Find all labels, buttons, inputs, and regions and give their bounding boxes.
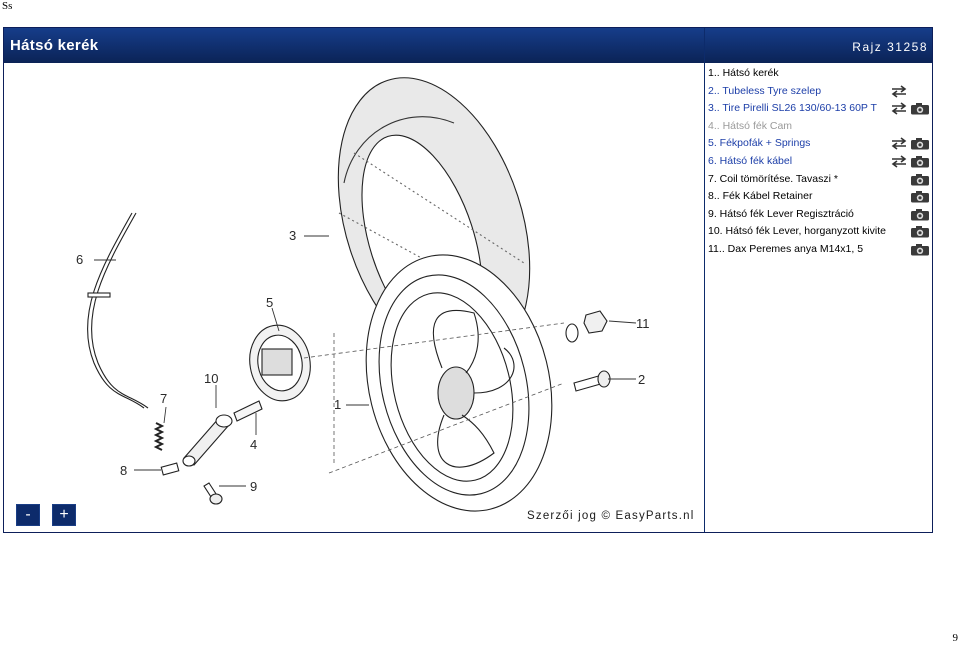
parts-viewer: Hátsó kerék Rajz 31258 — [3, 27, 933, 533]
camera-icon[interactable] — [910, 208, 930, 221]
page-title: Hátsó kerék — [10, 37, 99, 54]
part-row[interactable]: 5. Fékpofák + Springs — [708, 135, 930, 153]
part-label: 5. Fékpofák + Springs — [708, 137, 811, 150]
drawing-number: Rajz 31258 — [852, 40, 928, 54]
bolt-drawing — [203, 482, 223, 505]
swap-arrows-icon[interactable] — [890, 137, 908, 151]
swap-arrows-icon[interactable] — [890, 155, 908, 168]
header-bar: Hátsó kerék Rajz 31258 — [4, 28, 932, 63]
panel-divider — [704, 28, 705, 532]
part-row[interactable]: 6. Hátsó fék kábel — [708, 153, 930, 171]
nut-drawing — [565, 310, 608, 343]
camera-icon[interactable] — [910, 225, 930, 238]
camera-icon[interactable] — [910, 155, 930, 168]
callout-5[interactable]: 5 — [266, 295, 273, 310]
brake-shoes-drawing — [249, 324, 311, 402]
zoom-out-button[interactable]: - — [16, 504, 40, 526]
valve-drawing — [573, 370, 611, 392]
brake-cam-drawing — [233, 400, 263, 422]
part-label: 10. Hátsó fék Lever, horganyzott kivite — [708, 225, 887, 238]
part-row[interactable]: 8.. Fék Kábel Retainer — [708, 188, 930, 206]
wheel-drawing — [365, 254, 553, 512]
part-label: 4.. Hátsó fék Cam — [708, 119, 793, 132]
part-row[interactable]: 3.. Tire Pirelli SL26 130/60-13 60P T — [708, 100, 930, 118]
callout-4[interactable]: 4 — [250, 437, 257, 452]
part-label: 8.. Fék Kábel Retainer — [708, 190, 813, 203]
callout-7[interactable]: 7 — [160, 391, 167, 406]
parts-list: 1.. Hátsó kerék 2.. Tubeless Tyre szelep 3… — [708, 65, 930, 259]
part-label: 6. Hátsó fék kábel — [708, 154, 793, 167]
brake-lever-drawing — [182, 414, 233, 467]
camera-icon[interactable] — [910, 173, 930, 186]
part-row[interactable]: 7. Coil tömörítése. Tavaszi * — [708, 171, 930, 189]
part-row[interactable]: 1.. Hátsó kerék — [708, 65, 930, 83]
callout-9[interactable]: 9 — [250, 479, 257, 494]
part-row[interactable]: 9. Hátsó fék Lever Regisztráció — [708, 206, 930, 224]
camera-icon[interactable] — [910, 243, 930, 256]
camera-icon[interactable] — [910, 190, 930, 203]
part-label: 2.. Tubeless Tyre szelep — [708, 84, 822, 97]
part-label: 7. Coil tömörítése. Tavaszi * — [708, 172, 838, 185]
exploded-diagram: 3 6 5 10 7 4 8 9 1 2 11 — [76, 77, 650, 512]
callout-1[interactable]: 1 — [334, 397, 341, 412]
camera-icon[interactable] — [910, 102, 930, 115]
part-row[interactable]: 10. Hátsó fék Lever, horganyzott kivite — [708, 223, 930, 241]
part-row[interactable]: 11.. Dax Peremes anya M14x1, 5 — [708, 241, 930, 259]
copyright-text: Szerzői jog © EasyParts.nl — [527, 510, 695, 522]
callout-2[interactable]: 2 — [638, 372, 645, 387]
part-label: 3.. Tire Pirelli SL26 130/60-13 60P T — [708, 102, 877, 115]
callout-11[interactable]: 11 — [636, 316, 650, 331]
callout-8[interactable]: 8 — [120, 463, 127, 478]
zoom-in-button[interactable]: + — [52, 504, 76, 526]
corner-text: Ss — [2, 0, 13, 12]
part-label: 1.. Hátsó kerék — [708, 67, 779, 79]
page-number: 9 — [952, 632, 959, 644]
part-row[interactable]: 2.. Tubeless Tyre szelep — [708, 83, 930, 101]
cable-retainer-drawing — [160, 462, 180, 476]
part-label: 9. Hátsó fék Lever Regisztráció — [708, 207, 854, 220]
swap-arrows-icon[interactable] — [890, 84, 908, 98]
swap-arrows-icon[interactable] — [890, 102, 908, 115]
callout-6[interactable]: 6 — [76, 252, 83, 267]
brake-cable-drawing — [86, 212, 149, 409]
callout-3[interactable]: 3 — [289, 228, 296, 243]
part-row: 4.. Hátsó fék Cam — [708, 118, 930, 136]
callout-10[interactable]: 10 — [204, 371, 218, 386]
spring-drawing — [153, 422, 165, 451]
camera-icon[interactable] — [910, 137, 930, 150]
part-label: 11.. Dax Peremes anya M14x1, 5 — [708, 242, 864, 255]
